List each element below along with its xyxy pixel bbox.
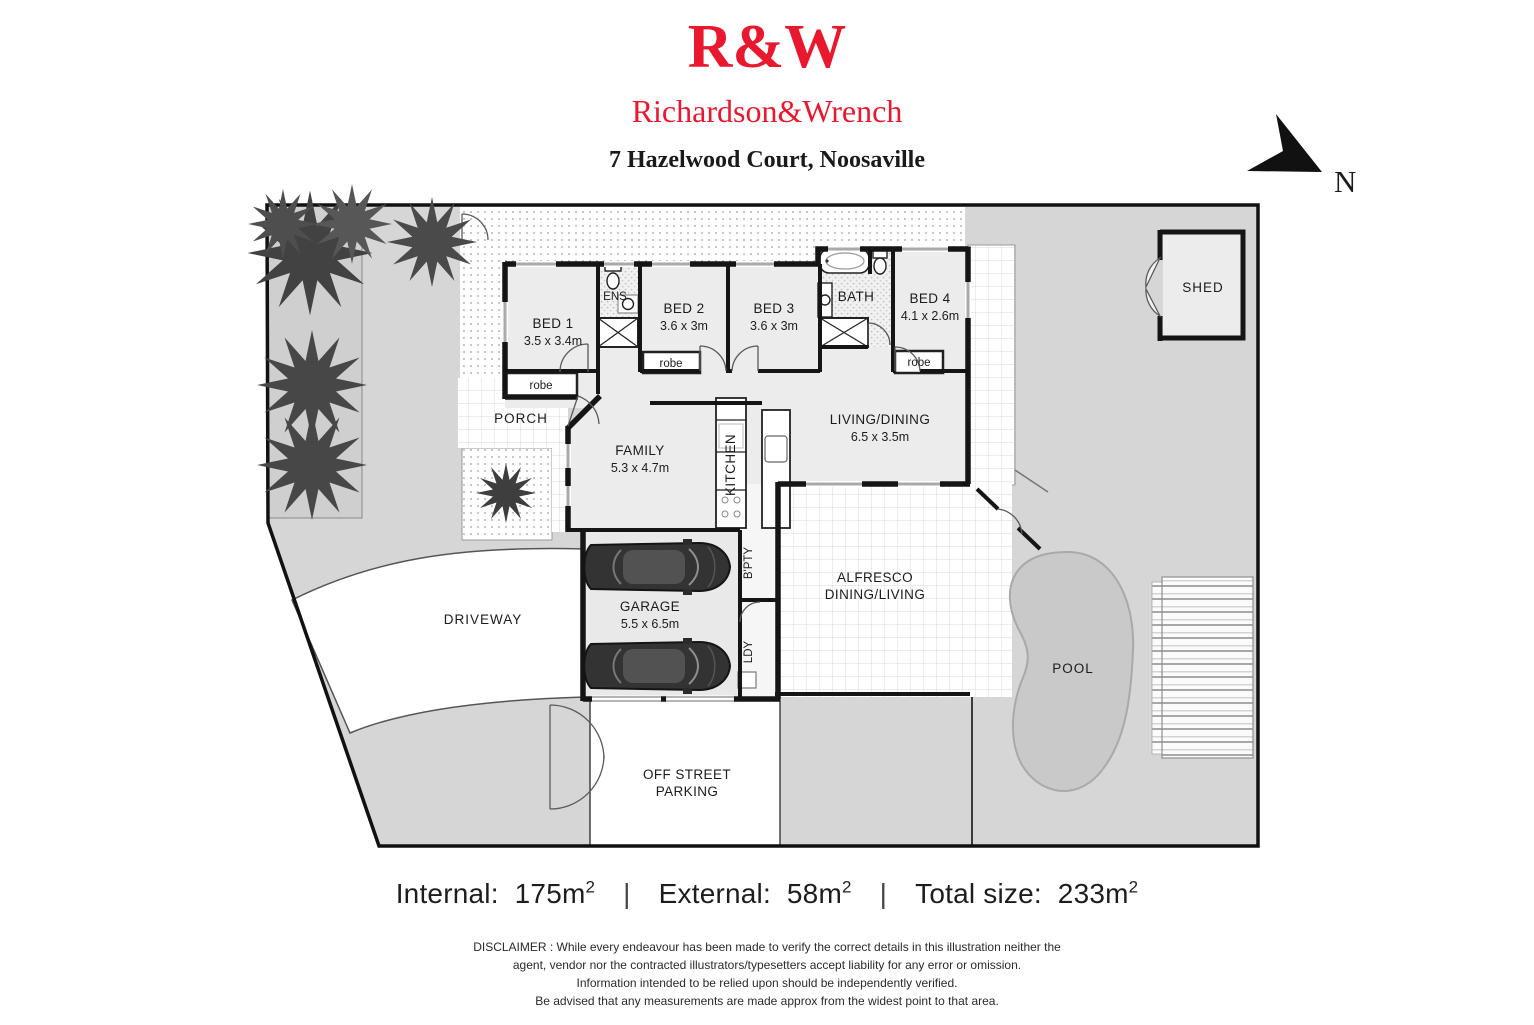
agency-brand-name: Richardson&Wrench [631, 93, 903, 129]
pool-label: POOL [1052, 661, 1094, 676]
parking-label-2: PARKING [656, 784, 719, 799]
garage-door [592, 695, 734, 703]
property-address: 7 Hazelwood Court, Noosaville [609, 147, 925, 173]
alfresco-area [778, 482, 1012, 697]
kitchen-counter [715, 397, 791, 529]
entry-door [567, 395, 600, 427]
disclaimer-line: DISCLAIMER : While every endeavour has b… [473, 940, 1061, 954]
disclaimer: DISCLAIMER : While every endeavour has b… [0, 938, 1534, 1010]
room-dims-bed4: 4.1 x 2.6m [901, 309, 959, 323]
parking-label-1: OFF STREET [643, 767, 731, 782]
room-label-kitchen: KITCHEN [723, 434, 738, 496]
room-dims-bed3: 3.6 x 3m [750, 319, 798, 333]
car-icon [583, 538, 731, 596]
room-label-ens: ENS [603, 291, 627, 303]
alfresco-label-1: ALFRESCO [837, 570, 913, 585]
fixtures [503, 248, 945, 689]
room-label-bath: BATH [838, 289, 875, 304]
summary-total: Total size: 233m2 [915, 878, 1139, 910]
room-label-garage: GARAGE [620, 599, 680, 614]
disclaimer-line: agent, vendor nor the contracted illustr… [512, 958, 1022, 972]
room-dims-bed2: 3.6 x 3m [660, 319, 708, 333]
summary-separator: | [623, 878, 631, 910]
north-arrow-icon: N [1247, 114, 1356, 199]
disclaimer-line: Information intended to be relied upon s… [576, 976, 958, 990]
bathtub-icon [819, 248, 870, 274]
room-dims-garage: 5.5 x 6.5m [621, 617, 679, 631]
disclaimer-line: Be advised that any measurements are mad… [535, 994, 999, 1008]
summary-internal: Internal: 175m2 [395, 878, 596, 910]
robe-label: robe [529, 380, 552, 392]
room-label-ldy: LDY [743, 640, 755, 663]
car-icon [583, 637, 731, 695]
property-boundary [265, 203, 1260, 848]
agency-logo: R&W [687, 13, 847, 81]
shower-icon [597, 317, 869, 348]
summary-external: External: 58m2 [658, 878, 852, 910]
room-label-family: FAMILY [615, 443, 664, 458]
robe-label: robe [907, 357, 930, 369]
room-label-bed2: BED 2 [663, 301, 704, 316]
driveway-label: DRIVEWAY [444, 612, 523, 627]
room-label-bed1: BED 1 [532, 316, 573, 331]
room-label-bed4: BED 4 [909, 291, 950, 306]
shed-door [1145, 256, 1162, 290]
pool-shape [1008, 550, 1135, 792]
alfresco-label-2: DINING/LIVING [825, 587, 925, 602]
porch-label: PORCH [494, 411, 548, 426]
room-label-bpty: B'PTY [743, 547, 755, 580]
gate-icon [549, 704, 605, 810]
room-dims-bed1: 3.5 x 3.4m [524, 334, 582, 348]
room-label-bed3: BED 3 [753, 301, 794, 316]
room-dims-family: 5.3 x 4.7m [611, 461, 669, 475]
pool-deck [1151, 576, 1254, 759]
summary-separator: | [879, 878, 888, 910]
doors [461, 213, 1162, 810]
robe-label: robe [659, 358, 682, 370]
shed-door [1145, 286, 1162, 318]
north-label: N [1334, 164, 1356, 199]
area-summary: Internal: 175m2 | External: 58m2 | Total siz… [0, 878, 1534, 910]
room-dims-living: 6.5 x 3.5m [851, 430, 909, 444]
windows [502, 246, 971, 703]
toilet-icon [604, 249, 888, 290]
room-labels: BED 1 3.5 x 3.4m ENS BED 2 3.6 x 3m BED … [444, 280, 1224, 799]
shed-label: SHED [1182, 280, 1224, 295]
room-label-living: LIVING/DINING [830, 412, 930, 427]
shed-walls [1157, 229, 1246, 341]
